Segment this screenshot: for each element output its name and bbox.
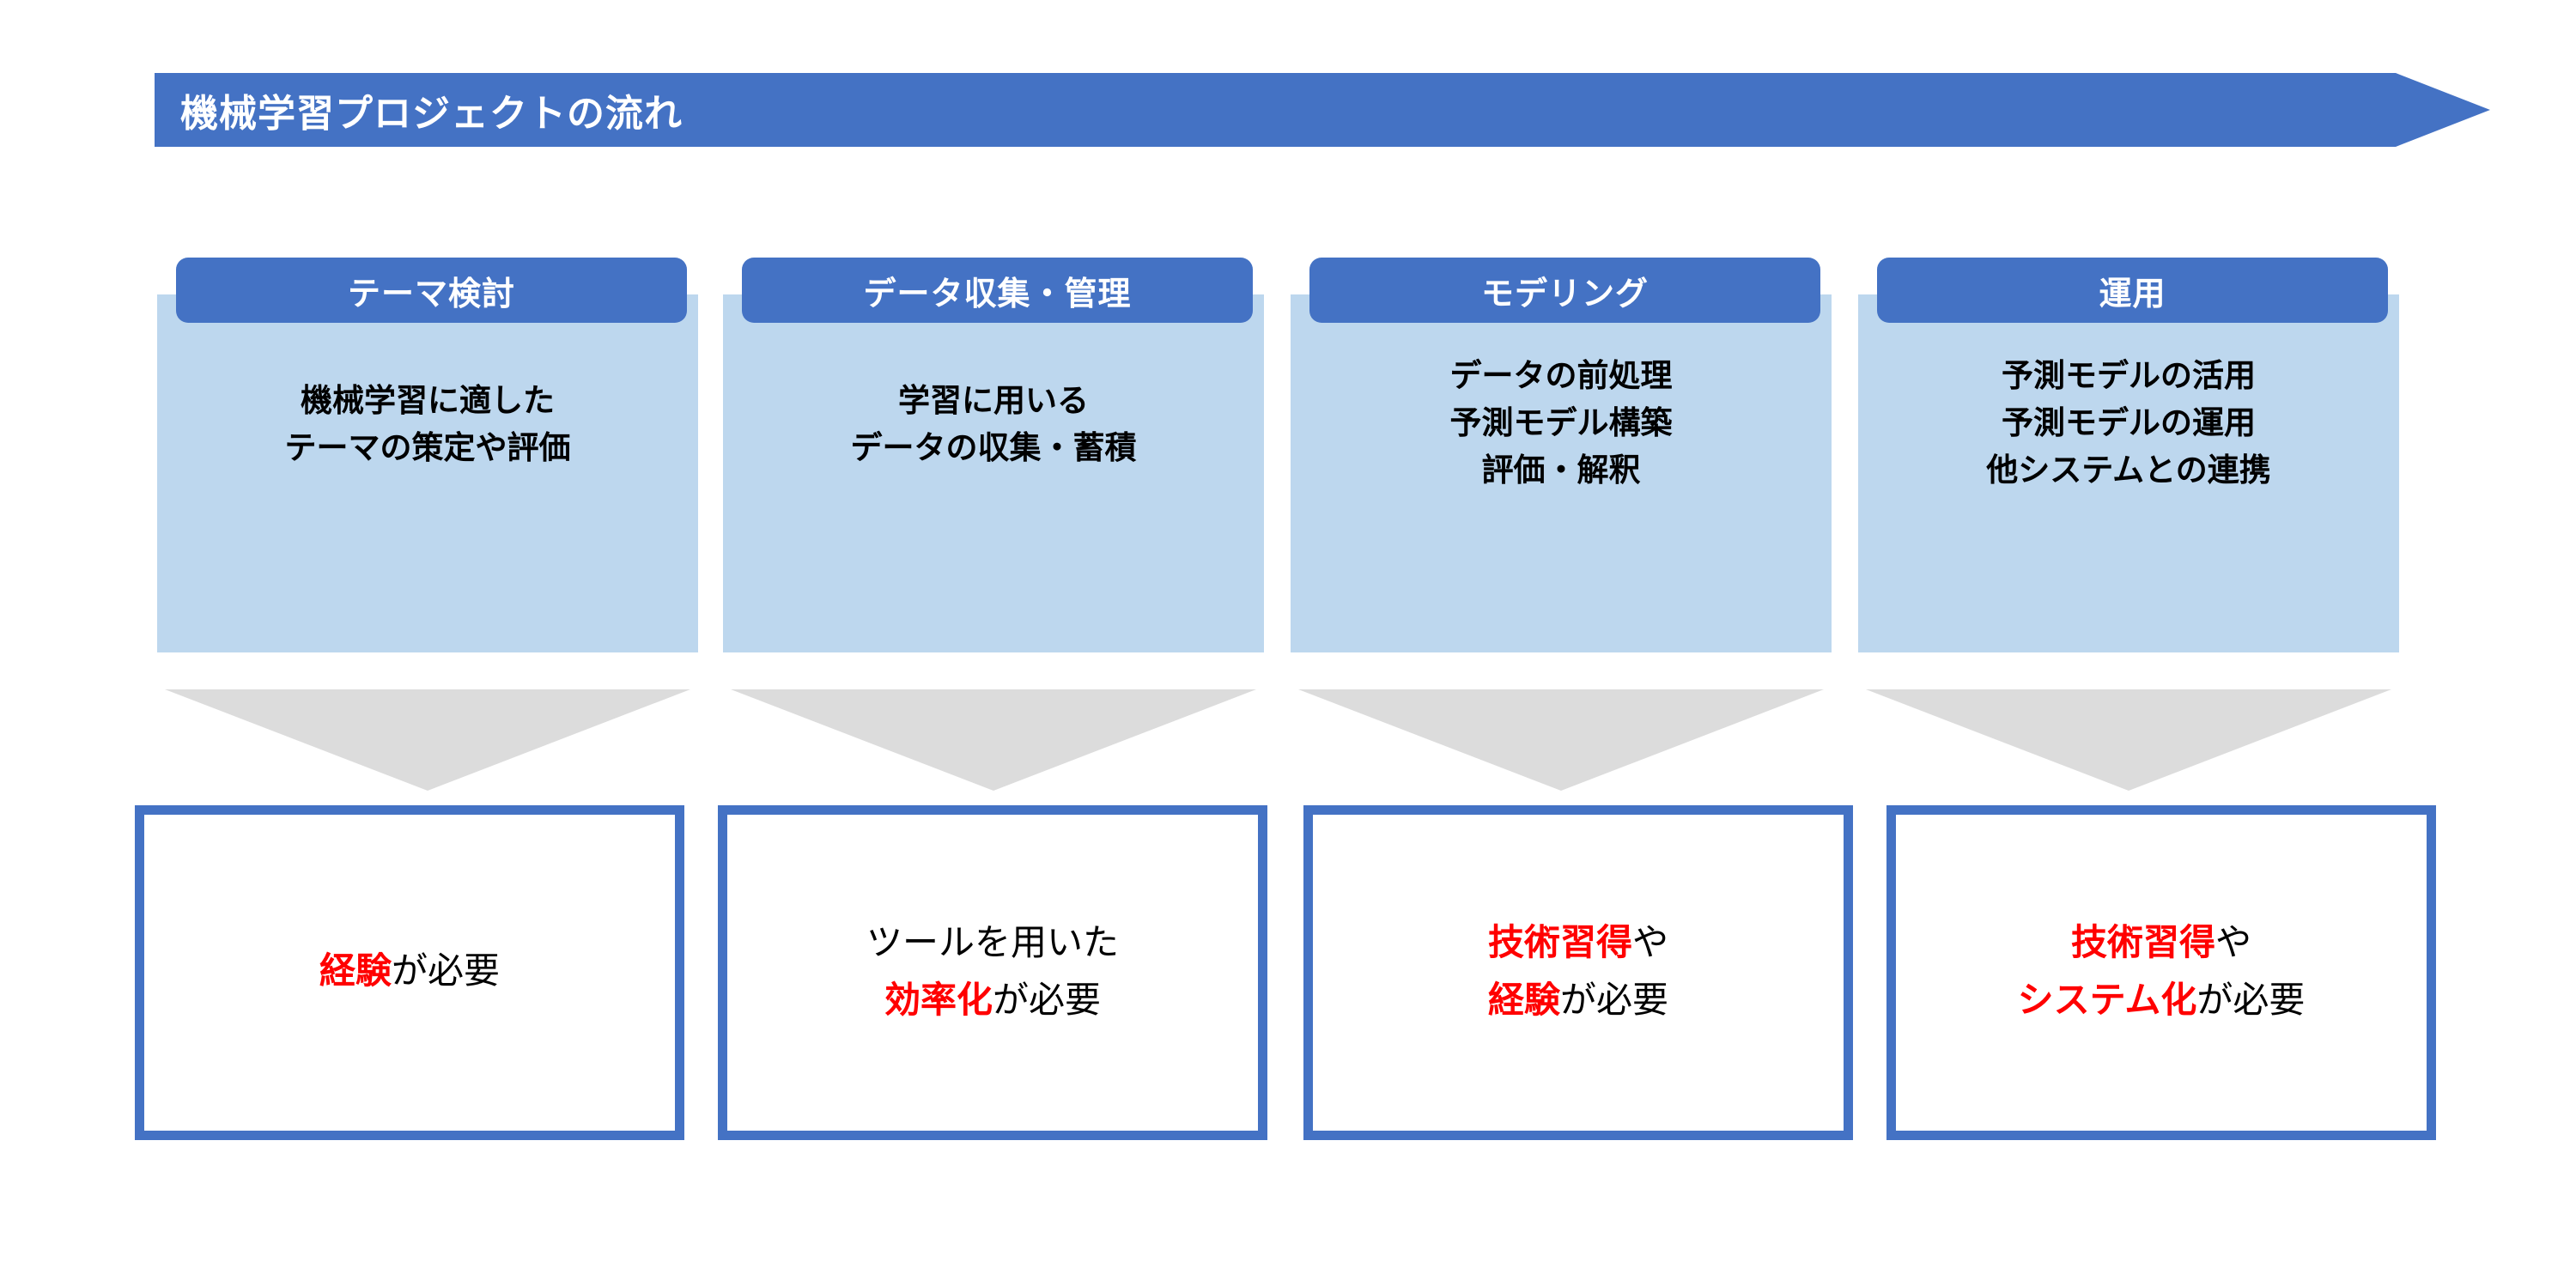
title-banner: 機械学習プロジェクトの流れ [155, 73, 2490, 147]
stage-panel [157, 294, 698, 652]
stage-column-4[interactable]: 運用 予測モデルの活用 予測モデルの運用 他システムとの連携 [1858, 258, 2399, 652]
stage-line: 予測モデル構築 [1449, 405, 1673, 441]
stage-panel [1858, 294, 2399, 652]
conclusion-row: 経験が必要 ツールを用いた効率化が必要 技術習得や経験が必要 技術習得やシステム… [135, 805, 2436, 1140]
conclusion-keyword: 経験 [1487, 981, 1560, 1021]
stage-column-3[interactable]: モデリング データの前処理 予測モデル構築 評価・解釈 [1291, 258, 1832, 652]
stage-line: 機械学習に適した [301, 384, 555, 419]
stage-body: 予測モデルの活用 予測モデルの運用 他システムとの連携 [1858, 331, 2399, 580]
stage-tab-label: 運用 [2099, 276, 2166, 312]
stage-line: 予測モデルの活用 [2002, 359, 2256, 394]
stage-line: 評価・解釈 [1481, 452, 1641, 488]
conclusion-line: ツールを用いた [866, 915, 1119, 973]
stage-tab-operation[interactable]: 運用 [1877, 258, 2388, 323]
stage-row: テーマ検討 機械学習に適した テーマの策定や評価 データ収集・管理 学習に用いる… [157, 258, 2424, 652]
stage-body: データの前処理 予測モデル構築 評価・解釈 [1291, 331, 1832, 580]
stage-tab-label: モデリング [1480, 276, 1649, 312]
conclusion-line: 効率化が必要 [884, 973, 1101, 1030]
stage-panel [1291, 294, 1832, 652]
stage-line: 予測モデルの運用 [2002, 405, 2256, 441]
conclusion-text: ツールを用いた [866, 923, 1119, 963]
stage-tab-label: データ収集・管理 [863, 276, 1132, 312]
stage-tab-label: テーマ検討 [347, 276, 515, 312]
conclusion-text: が必要 [392, 952, 501, 992]
arrow-down-icon [165, 689, 690, 791]
conclusion-box-1[interactable]: 経験が必要 [135, 805, 684, 1140]
conclusion-box-3[interactable]: 技術習得や経験が必要 [1303, 805, 1853, 1140]
arrow-down-icon [1866, 689, 2391, 791]
stage-line: 他システムとの連携 [1986, 452, 2271, 488]
conclusion-box-4[interactable]: 技術習得やシステム化が必要 [1886, 805, 2436, 1140]
conclusion-line: 経験が必要 [319, 943, 500, 1001]
conclusion-line: システム化が必要 [2018, 973, 2306, 1030]
stage-column-2[interactable]: データ収集・管理 学習に用いる データの収集・蓄積 [723, 258, 1264, 652]
conclusion-text: や [2215, 923, 2252, 963]
stage-column-1[interactable]: テーマ検討 機械学習に適した テーマの策定や評価 [157, 258, 698, 652]
arrow-down-icon [731, 689, 1256, 791]
stage-tab-data-collection[interactable]: データ収集・管理 [742, 258, 1253, 323]
stage-body: 学習に用いる データの収集・蓄積 [723, 331, 1264, 580]
stage-body: 機械学習に適した テーマの策定や評価 [157, 331, 698, 580]
conclusion-line: 技術習得や [2071, 915, 2251, 973]
conclusion-keyword: 技術習得 [1487, 923, 1632, 963]
stage-line: 学習に用いる [898, 384, 1089, 419]
stage-line: データの前処理 [1449, 359, 1673, 394]
conclusion-line: 技術習得や [1488, 915, 1668, 973]
conclusion-text: が必要 [1560, 981, 1669, 1021]
stage-panel [723, 294, 1264, 652]
arrow-row [157, 689, 2424, 791]
arrow-down-icon [1298, 689, 1824, 791]
conclusion-box-2[interactable]: ツールを用いた効率化が必要 [718, 805, 1267, 1140]
conclusion-keyword: 経験 [319, 952, 392, 992]
stage-tab-theme[interactable]: テーマ検討 [176, 258, 687, 323]
conclusion-keyword: システム化 [2017, 981, 2197, 1021]
conclusion-keyword: 技術習得 [2070, 923, 2215, 963]
conclusion-keyword: 効率化 [884, 981, 993, 1021]
stage-line: テーマの策定や評価 [284, 430, 571, 466]
conclusion-line: 経験が必要 [1488, 973, 1668, 1030]
page-title: 機械学習プロジェクトの流れ [180, 93, 683, 135]
conclusion-text: が必要 [993, 981, 1102, 1021]
conclusion-text: が必要 [2196, 981, 2306, 1021]
stage-line: データの収集・蓄積 [850, 430, 1137, 466]
stage-tab-modeling[interactable]: モデリング [1309, 258, 1820, 323]
conclusion-text: や [1632, 923, 1669, 963]
